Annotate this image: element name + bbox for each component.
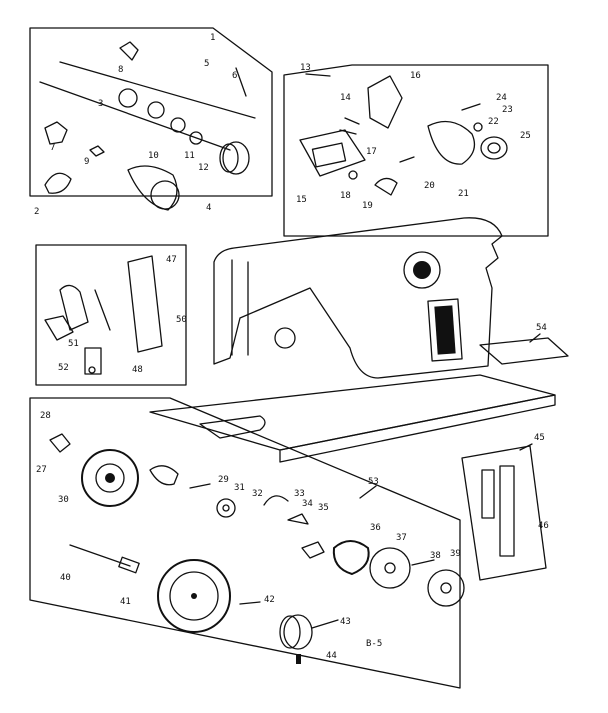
callout-4: 4 xyxy=(206,203,211,213)
callout-7: 7 xyxy=(50,143,55,153)
callout-35: 35 xyxy=(318,503,329,513)
callout-38: 38 xyxy=(430,551,441,561)
callout-10: 10 xyxy=(148,151,159,161)
leader-lines xyxy=(235,67,541,629)
callout-23: 23 xyxy=(502,105,513,115)
callout-47: 47 xyxy=(166,255,177,265)
callout-labels: 1 2 3 4 5 6 7 8 9 10 11 12 13 14 15 16 1… xyxy=(34,33,549,661)
callout-30: 30 xyxy=(58,495,69,505)
callout-3: 3 xyxy=(98,99,103,109)
page-code: B-5 xyxy=(366,639,382,649)
handwheel-knob xyxy=(219,141,250,175)
callout-45: 45 xyxy=(534,433,545,443)
upper-shaft-assembly xyxy=(39,41,256,211)
callout-33: 33 xyxy=(294,489,305,499)
callout-28: 28 xyxy=(40,411,51,421)
callout-53: 53 xyxy=(368,477,379,487)
callout-44: 44 xyxy=(326,651,337,661)
callout-2: 2 xyxy=(34,207,39,217)
callout-46: 46 xyxy=(538,521,549,531)
callout-6: 6 xyxy=(232,71,237,81)
callout-17: 17 xyxy=(366,147,377,157)
sewing-base xyxy=(149,374,556,463)
callout-52: 52 xyxy=(58,363,69,373)
callout-51: 51 xyxy=(68,339,79,349)
group-panel-left-mid xyxy=(35,244,187,386)
group-panel-top-right xyxy=(283,64,549,237)
callout-37: 37 xyxy=(396,533,407,543)
callout-14: 14 xyxy=(340,93,351,103)
callout-39: 39 xyxy=(450,549,461,559)
callout-19: 19 xyxy=(362,201,373,211)
callout-50: 50 xyxy=(176,315,187,325)
callout-40: 40 xyxy=(60,573,71,583)
callout-48: 48 xyxy=(132,365,143,375)
lower-dial-assembly xyxy=(69,544,313,664)
callout-43: 43 xyxy=(340,617,351,627)
callout-36: 36 xyxy=(370,523,381,533)
stitch-dial-assembly xyxy=(49,433,465,607)
group-panel-bottom xyxy=(29,397,461,689)
callout-32: 32 xyxy=(252,489,263,499)
callout-24: 24 xyxy=(496,93,507,103)
callout-42: 42 xyxy=(264,595,275,605)
presser-bar-parts xyxy=(44,255,163,375)
callout-5: 5 xyxy=(204,59,209,69)
callout-20: 20 xyxy=(424,181,435,191)
callout-22: 22 xyxy=(488,117,499,127)
callout-21: 21 xyxy=(458,189,469,199)
callout-9: 9 xyxy=(84,157,89,167)
callout-12: 12 xyxy=(198,163,209,173)
slide-plate xyxy=(479,337,569,365)
callout-16: 16 xyxy=(410,71,421,81)
callout-1: 1 xyxy=(210,33,215,43)
pattern-indicator-plate xyxy=(461,445,547,581)
callout-34: 34 xyxy=(302,499,313,509)
callout-54: 54 xyxy=(536,323,547,333)
callout-8: 8 xyxy=(118,65,123,75)
callout-15: 15 xyxy=(296,195,307,205)
callout-25: 25 xyxy=(520,131,531,141)
feed-dog-parts xyxy=(299,75,415,196)
callout-27: 27 xyxy=(36,465,47,475)
callout-41: 41 xyxy=(120,597,131,607)
bobbin-case-parts xyxy=(427,103,508,165)
callout-31: 31 xyxy=(234,483,245,493)
callout-29: 29 xyxy=(218,475,229,485)
callout-18: 18 xyxy=(340,191,351,201)
callout-13: 13 xyxy=(300,63,311,73)
group-panel-top-left xyxy=(29,27,273,197)
callout-11: 11 xyxy=(184,151,195,161)
machine-head xyxy=(213,217,503,379)
